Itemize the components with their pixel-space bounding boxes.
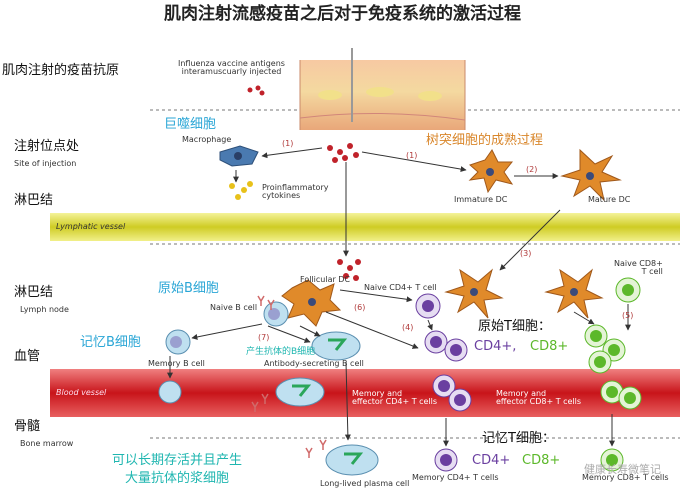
label-plasma-en: Long-lived plasma cell — [320, 479, 410, 488]
label-mem-eff-cd4: Memory and effector CD4+ T cells — [352, 389, 438, 406]
step-label: (7) — [258, 333, 270, 342]
antibody-icons — [251, 295, 327, 458]
follicular-dc-icon — [281, 279, 342, 327]
band-label-lymphatic: Lymphatic vessel — [56, 222, 126, 231]
macrophage-cell-icon — [219, 145, 259, 167]
label-mature-dc: Mature DC — [588, 195, 631, 204]
blood-vessel-band — [50, 369, 680, 417]
mature-dc-icon — [560, 148, 622, 202]
side-label-bone: 骨髓 — [14, 419, 41, 434]
label-naive-cd4: Naive CD4+ T cell — [364, 283, 437, 292]
naive-cd8-t-cell-icon — [615, 277, 641, 303]
side-label-lymph-node: 淋巴结 — [14, 285, 54, 300]
naive-cd4-t-cell-icon — [415, 293, 441, 319]
process-arrows — [167, 147, 631, 447]
lymph-node-dc-icon — [444, 268, 504, 319]
label-naive-t-cn: 原始T细胞： — [478, 319, 551, 334]
label-memory-b-cn: 记忆B细胞 — [80, 335, 141, 350]
side-label-antigen: 肌肉注射的疫苗抗原 — [2, 63, 120, 78]
label-dc-maturation: 树突细胞的成熟过程 — [426, 133, 544, 148]
step-label: (4) — [402, 323, 414, 332]
label-cytokines: Proinflammatory cytokines — [262, 183, 329, 200]
cd4-t-cell-cluster-icon — [424, 330, 472, 472]
side-label-lymph: 淋巴结 — [14, 193, 54, 208]
naive-b-cell-icon — [263, 301, 289, 327]
label-naive-b-cn: 原始B细胞 — [158, 281, 219, 296]
page-title: 肌肉注射流感疫苗之后对于免疫系统的激活过程 — [164, 4, 521, 24]
cd8-t-cell-cluster-icon — [584, 324, 642, 472]
label-mem-eff-cd8: Memory and effector CD8+ T cells — [496, 389, 582, 406]
step-label: (5) — [622, 311, 634, 320]
label-memory-b-en: Memory B cell — [148, 359, 205, 368]
lymphatic-vessel-band — [50, 213, 680, 241]
side-label-injection-site: 注射位点处 — [14, 139, 80, 154]
label-memory-cd8-cell: Memory CD8+ T cells — [582, 473, 669, 482]
immature-dc-icon — [468, 149, 514, 194]
label-macrophage-en: Macrophage — [182, 135, 232, 144]
lymph-node-dc-cd8-icon — [544, 268, 604, 319]
step-label: (1) — [406, 151, 418, 160]
cytokine-dots — [229, 181, 253, 200]
step-label: (1) — [282, 139, 294, 148]
antibody-secreting-b-cell-icon — [311, 331, 361, 361]
side-label-lymph-node-en: Lymph node — [20, 305, 69, 314]
label-memory-t-cn: 记忆T细胞： — [482, 431, 555, 446]
side-label-bone-en: Bone marrow — [20, 439, 74, 448]
label-memory-cd4-cell: Memory CD4+ T cells — [412, 473, 499, 482]
label-naive-cd8: Naive CD8+ T cell — [614, 259, 663, 276]
label-ab-secreting-en: Antibody-secreting B cell — [264, 359, 364, 368]
memory-b-cell-icon — [165, 329, 191, 355]
step-label: (6) — [354, 303, 366, 312]
blood-plasma-cell-icon — [275, 377, 325, 407]
skin-tissue-illustration — [299, 48, 466, 130]
blood-memory-b-icon — [158, 380, 182, 404]
label-follicular-dc: Follicular DC — [300, 275, 351, 284]
label-vaccine: Influenza vaccine antigens interamuscuar… — [178, 59, 285, 76]
label-mem-cd4-bottom: CD4+ — [472, 453, 511, 468]
label-naive-b-en: Naive B cell — [210, 303, 258, 312]
watermark: 健康长寿微笔记 — [584, 463, 661, 476]
long-lived-plasma-cell-icon — [325, 444, 379, 476]
label-cd4: CD4+, — [474, 339, 517, 354]
side-label-blood: 血管 — [14, 349, 41, 364]
label-immature-dc: Immature DC — [454, 195, 508, 204]
label-mem-cd8-bottom: CD8+ — [522, 453, 561, 468]
label-plasma-cn: 可以长期存活并且产生 大量抗体的浆细胞 — [112, 453, 243, 486]
step-label: (3) — [520, 249, 532, 258]
label-macrophage-cn: 巨噬细胞 — [164, 117, 217, 132]
label-cd8: CD8+ — [530, 339, 569, 354]
antigen-dots — [247, 85, 361, 281]
step-label: (2) — [526, 165, 538, 174]
label-ab-secreting-cn: 产生抗体的B细胞 — [246, 347, 316, 357]
side-label-injection-site-en: Site of injection — [14, 159, 77, 168]
band-label-blood: Blood vessel — [56, 388, 107, 397]
